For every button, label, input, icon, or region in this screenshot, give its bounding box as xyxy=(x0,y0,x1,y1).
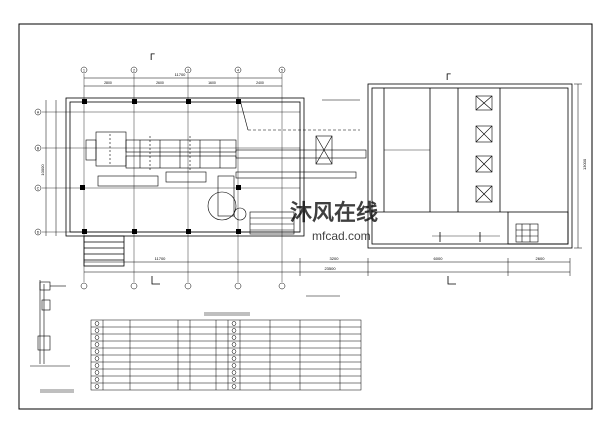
cooling-units xyxy=(475,95,539,243)
axis-label-5: 5 xyxy=(281,69,283,73)
equipment-schedule-table xyxy=(90,319,362,391)
left-dimension-lines xyxy=(45,100,57,236)
table-row-marker xyxy=(231,342,237,347)
table-row-marker xyxy=(94,377,100,382)
dim-top-overall: 11700 xyxy=(175,72,187,77)
table-row-marker xyxy=(94,349,100,354)
axis-label-C: C xyxy=(37,187,40,191)
axis-bubbles xyxy=(34,66,286,290)
watermark: 沐风在线 mfcad.com xyxy=(290,200,378,243)
dim-right-height: 13000 xyxy=(582,158,587,170)
dim-bottom-right-2: 6000 xyxy=(434,256,444,261)
table-row-marker xyxy=(94,335,100,340)
table-row-marker xyxy=(231,328,237,333)
dim-bottom-right-1: 3200 xyxy=(330,256,340,261)
axis-label-1: 1 xyxy=(83,69,85,73)
table-row-marker xyxy=(231,370,237,375)
table-row-marker xyxy=(94,342,100,347)
structural-columns xyxy=(80,99,241,234)
bottom-dimension-lines xyxy=(84,258,571,276)
table-row-marker xyxy=(231,349,237,354)
section-mark-bottom xyxy=(151,276,456,285)
section-mark-top-right: Γ xyxy=(446,72,451,82)
dim-bottom-overall: 11700 xyxy=(155,256,167,261)
axis-label-3: 3 xyxy=(187,69,189,73)
table-row-marker xyxy=(231,377,237,382)
table-row-marker xyxy=(231,384,237,389)
watermark-sub: mfcad.com xyxy=(312,229,371,243)
top-dimension-lines xyxy=(84,77,282,87)
table-row-marker xyxy=(94,384,100,389)
axis-label-A: A xyxy=(37,111,40,115)
dim-bottom-right-3: 2600 xyxy=(536,256,546,261)
table-row-marker xyxy=(94,363,100,368)
table-row-marker xyxy=(231,335,237,340)
dim-left-overall: 10000 xyxy=(40,164,45,176)
dim-top-seg-1: 2800 xyxy=(104,81,112,85)
table-row-marker xyxy=(94,356,100,361)
table-title-line xyxy=(204,295,340,316)
pipe-detail xyxy=(30,280,74,393)
table-row-marker xyxy=(231,363,237,368)
table-row-marker xyxy=(94,328,100,333)
air-handling-units xyxy=(85,99,367,235)
table-row-marker xyxy=(94,370,100,375)
sheet-border xyxy=(18,23,593,410)
table-row-marker xyxy=(231,321,237,326)
cooling-tower-room xyxy=(367,83,573,249)
axis-label-2: 2 xyxy=(133,69,135,73)
watermark-main: 沐风在线 xyxy=(290,200,378,225)
dim-top-seg-2: 2600 xyxy=(156,81,164,85)
right-dimension-line xyxy=(574,83,582,249)
dim-top-seg-3: 1600 xyxy=(208,81,216,85)
axis-label-B: B xyxy=(37,147,40,151)
dim-bottom-total: 23500 xyxy=(324,266,336,271)
table-row-marker xyxy=(94,321,100,326)
axis-label-D: D xyxy=(37,231,40,235)
axis-label-4: 4 xyxy=(237,69,239,73)
dim-top-seg-4: 2400 xyxy=(256,81,264,85)
table-row-marker xyxy=(231,356,237,361)
section-mark-top-left: Γ xyxy=(150,52,155,62)
